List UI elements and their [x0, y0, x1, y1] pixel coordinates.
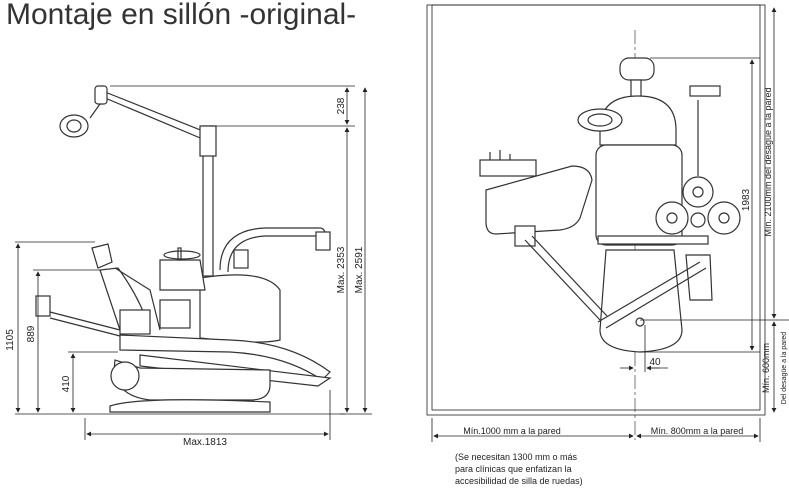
- dim-min-2100: Mín. 2100mm del desagüe a la pared: [640, 7, 789, 321]
- dim-40: 40: [620, 325, 668, 372]
- light-post: [199, 125, 217, 277]
- spittoon-top: [577, 108, 623, 132]
- chair-top: [595, 95, 713, 353]
- dim-min-600: Mín. 600mm Del desagüe a la pared: [761, 321, 788, 413]
- unit-arm-top: [524, 235, 709, 329]
- side-view: 1105 889 410 238 Max. 2353: [5, 85, 372, 448]
- dim-min-2100-label: Mín. 2100mm del desagüe a la pared: [763, 87, 773, 236]
- doctor-table-top: [479, 150, 593, 247]
- dim-410: 410: [61, 351, 118, 413]
- dim-889-label: 889: [26, 325, 37, 342]
- dim-right-wall-label: Mín. 800mm a la pared: [651, 426, 744, 436]
- dim-889: 889: [26, 269, 100, 413]
- dim-238-label: 238: [336, 97, 347, 114]
- note-line-3: accesibilidad de silla de ruedas): [455, 476, 583, 486]
- dim-410-label: 410: [61, 375, 72, 392]
- dim-left-wall-label: Mín.1000 mm a la pared: [463, 426, 561, 436]
- unit-arm: [219, 227, 331, 273]
- dim-max-2591: Max. 2591: [340, 87, 372, 415]
- dim-1983: 1983: [640, 57, 760, 353]
- dim-238: 238: [110, 85, 355, 127]
- accessibility-note: (Se necesitan 1300 mm o más para clínica…: [455, 452, 583, 486]
- dental-light: [59, 85, 209, 141]
- note-line-1: (Se necesitan 1300 mm o más: [455, 452, 578, 462]
- dim-max-1813-label: Max.1813: [183, 437, 227, 448]
- dim-max-2591-label: Max. 2591: [354, 246, 365, 293]
- dim-max-2353: Max. 2353: [336, 127, 350, 413]
- operating-light-top: [655, 85, 741, 235]
- dim-max-2353-label: Max. 2353: [336, 246, 347, 293]
- top-view: 1983 Mín. 2100mm del desagüe a la pared …: [426, 4, 789, 486]
- dim-wall-widths: Mín.1000 mm a la pared Mín. 800mm a la p…: [431, 418, 761, 442]
- dim-1105-label: 1105: [5, 329, 16, 351]
- page-title: Montaje en sillón -original-: [6, 0, 357, 31]
- dim-1983-label: 1983: [741, 188, 752, 211]
- dim-40-label: 40: [649, 357, 661, 368]
- note-line-2: para clínicas que enfatizan la: [455, 464, 572, 474]
- dim-min-600-label: Mín. 600mm: [761, 343, 771, 393]
- dim-1105: 1105: [5, 241, 95, 415]
- dim-min-600-sublabel: Del desagüe a la pared: [781, 332, 788, 404]
- dim-max-1813: Max.1813: [84, 390, 331, 448]
- headrest-top: [619, 57, 655, 81]
